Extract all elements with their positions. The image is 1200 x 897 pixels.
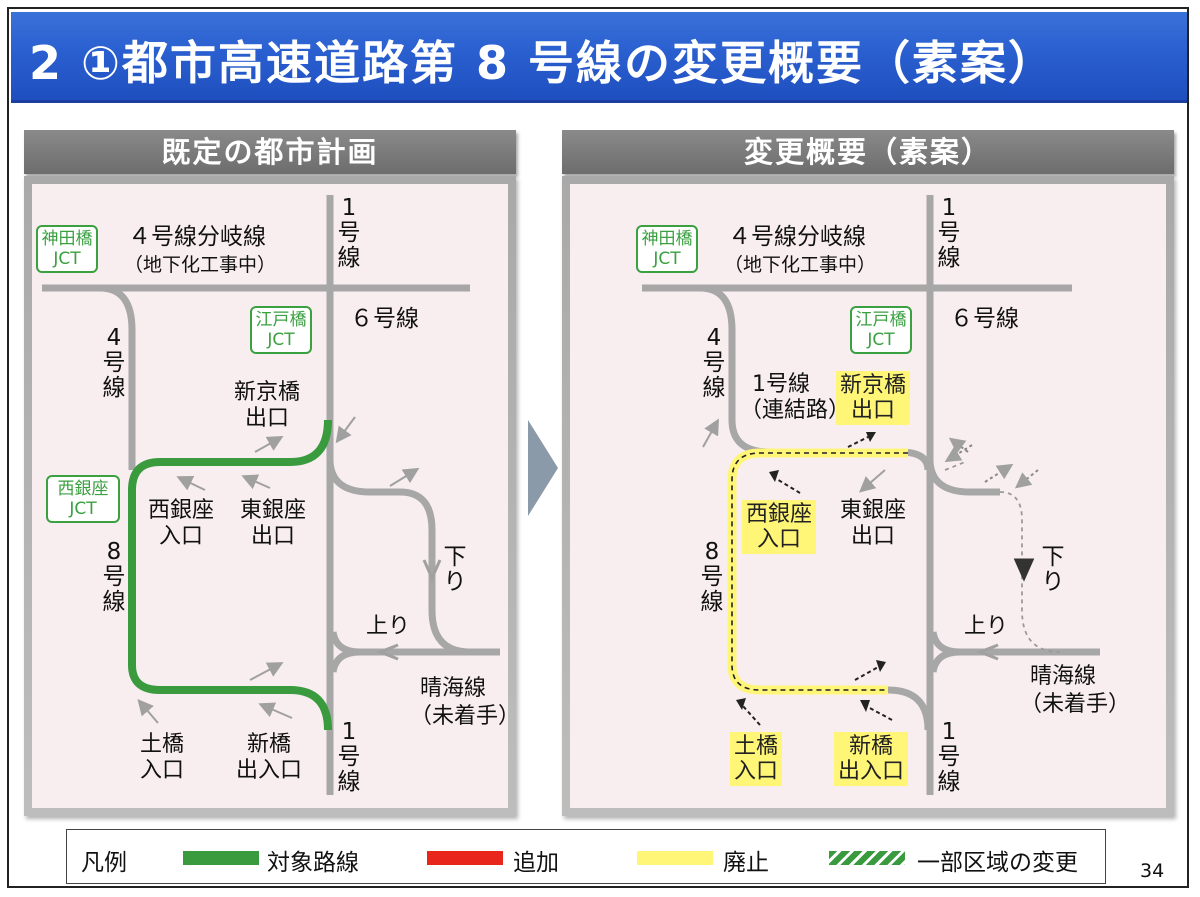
- harumi-line-label: 晴海線: [420, 676, 487, 701]
- legend-label-partial-change: 一部区域の変更: [917, 850, 1078, 876]
- shinkyobashi-exit-label: 新京橋出口: [234, 380, 301, 431]
- legend-label-added: 追加: [513, 850, 559, 876]
- branch4-label-r: ４号線分岐線: [728, 224, 866, 250]
- legend-title: 凡例: [81, 850, 127, 876]
- nishiginza-entrance-label: 西銀座入口: [148, 498, 215, 549]
- line8-target-route: [128, 419, 332, 731]
- down-label-r: 下り: [1041, 544, 1065, 595]
- up-label-r: 上り: [964, 614, 1009, 639]
- line6-label-r: ６号線: [950, 306, 1019, 332]
- shinkyobashi-exit-label-r: 新京橋出口: [836, 371, 911, 425]
- shinbashi-in-out-label-r: 新橋出入口: [834, 732, 909, 786]
- tsuchibashi-entrance-label: 土橋入口: [140, 732, 185, 783]
- page-title: 2 ①都市高速道路第 8 号線の変更概要（素案）: [29, 36, 1057, 90]
- branch4-label: ４号線分岐線: [128, 224, 266, 250]
- transition-arrow-icon: [528, 420, 558, 516]
- line1-link-label: 1号線: [752, 372, 810, 397]
- branch4-sub-label: （地下化工事中）: [124, 254, 277, 276]
- legend-swatch-added: [427, 851, 503, 865]
- harumi-sub-label-r: （未着手）: [1020, 692, 1131, 717]
- tsuchibashi-entrance-label-r: 土橋入口: [730, 732, 783, 786]
- down-label: 下り: [443, 544, 467, 595]
- shinbashi-in-out-label: 新橋出入口: [236, 732, 303, 783]
- legend-label-abolished: 廃止: [723, 850, 769, 876]
- page-number: 34: [1140, 860, 1165, 882]
- line6-label: ６号線: [350, 306, 419, 332]
- higashiginza-exit-label: 東銀座出口: [240, 498, 307, 549]
- legend-swatch-target: [183, 851, 259, 865]
- title-bar: 2 ①都市高速道路第 8 号線の変更概要（素案）: [11, 12, 1187, 103]
- legend-label-target: 対象路線: [267, 850, 359, 876]
- line8-abolished-route: [727, 448, 908, 695]
- legend-swatch-partial-change: [829, 851, 905, 865]
- legend-swatch-abolished: [637, 851, 713, 865]
- higashiginza-exit-label-r: 東銀座出口: [840, 498, 907, 549]
- nishiginza-entrance-label-r: 西銀座入口: [742, 500, 817, 554]
- up-label: 上り: [366, 614, 411, 639]
- right-panel-heading: 変更概要（素案）: [562, 130, 1174, 174]
- harumi-line-label-r: 晴海線: [1030, 664, 1097, 689]
- line1-link-sub-label: （連結路）: [740, 398, 851, 423]
- slide-frame: [7, 7, 1189, 888]
- left-panel-heading: 既定の都市計画: [24, 130, 516, 174]
- harumi-sub-label: （未着手）: [410, 704, 521, 729]
- legend: 凡例 対象路線 追加 廃止 一部区域の変更: [66, 829, 1106, 884]
- branch4-sub-label-r: （地下化工事中）: [724, 254, 877, 276]
